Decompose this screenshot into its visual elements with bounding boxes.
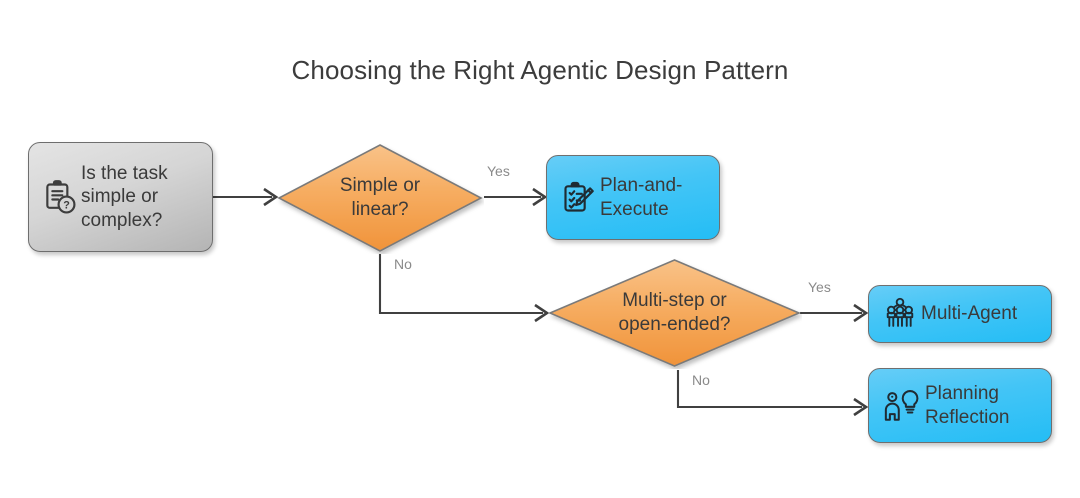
edge-simple-no [378,254,543,315]
node-start[interactable]: ? Is the task simple or complex? [28,142,213,252]
edge-label-simple-yes: Yes [487,163,510,179]
edge-arrowhead-4 [853,303,869,323]
node-planning-reflection-label: Planning Reflection [925,383,1010,428]
node-multi-agent-label: Multi-Agent [921,303,1018,325]
clipboard-pencil-icon [556,176,600,220]
edge-arrowhead-5 [853,397,869,417]
edge-arrowhead-3 [534,303,550,323]
node-plan-and-execute[interactable]: Plan-and- Execute [546,155,720,240]
edge-label-simple-no: No [394,256,412,272]
diamond-shape [547,259,802,367]
svg-text:?: ? [63,199,70,211]
people-network-icon [879,293,921,335]
node-planning-reflection[interactable]: Planning Reflection [868,368,1052,443]
node-start-label: Is the task simple or complex? [81,163,168,231]
node-multi-agent[interactable]: Multi-Agent [868,285,1052,343]
diamond-shape [277,144,483,252]
node-decision-multistep[interactable]: Multi-step or open-ended? [547,257,802,369]
node-decision-simple[interactable]: Simple or linear? [276,142,484,254]
edge-arrowhead-1 [263,187,279,207]
person-lightbulb-icon [879,384,925,428]
edge-arrowhead-2 [532,187,548,207]
clipboard-question-icon: ? [37,175,81,219]
edge-label-multistep-no: No [692,372,710,388]
edge-label-multistep-yes: Yes [808,279,831,295]
page-title: Choosing the Right Agentic Design Patter… [291,55,789,85]
node-plan-and-execute-label: Plan-and- Execute [600,175,683,220]
edge-multistep-no [676,370,862,409]
